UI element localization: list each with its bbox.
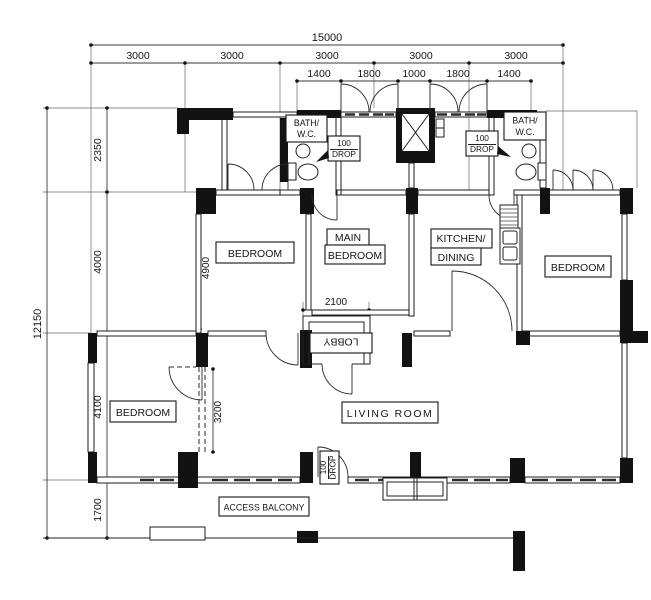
label-kitchen-dining: KITCHEN/ DINING xyxy=(430,228,493,266)
dim-4100: 4100 xyxy=(92,395,104,419)
balcony-step xyxy=(149,526,206,541)
label-bath-right-line2: W.C. xyxy=(515,127,534,137)
label-lobby: LOBBY xyxy=(309,332,373,354)
label-drop-left-100: 100 xyxy=(337,138,351,148)
lift-shaft-walls xyxy=(396,108,435,163)
planter-divider xyxy=(413,478,418,500)
kitchen-stove-hatch xyxy=(500,208,518,226)
label-drop-entrance-drop: DROP xyxy=(328,455,338,479)
walls xyxy=(43,108,648,571)
door-kitchen xyxy=(451,270,513,332)
basin-left-bath xyxy=(295,143,311,159)
planter-outer xyxy=(382,477,448,501)
label-drop-left-drop: DROP xyxy=(332,149,356,159)
label-bedroom-top-left-text: BEDROOM xyxy=(228,248,282,260)
label-main-text: MAIN xyxy=(335,232,361,244)
kitchen-sink-basin-1 xyxy=(502,230,518,245)
window-top-kitchen xyxy=(429,83,488,113)
balcony-planter xyxy=(382,477,448,501)
wc-bowl-right xyxy=(515,163,537,181)
label-bath-left: BATH/ W.C. xyxy=(285,114,328,143)
window-bedroom-right xyxy=(552,169,614,191)
label-bath-left-line2: W.C. xyxy=(297,129,316,139)
dim-total-width: 15000 xyxy=(312,32,343,44)
extension-lines-horizontal xyxy=(43,107,638,481)
label-bath-left-line1: BATH/ xyxy=(294,118,320,128)
label-bath-right: BATH/ W.C. xyxy=(503,111,547,141)
dim-1800-left: 1800 xyxy=(357,68,381,80)
kitchen-sink-basin-2 xyxy=(502,246,518,261)
wc-bowl-left xyxy=(297,163,319,181)
label-bath-right-line1: BATH/ xyxy=(512,116,538,126)
label-bedroom-bottom-left: BEDROOM xyxy=(109,400,177,423)
label-bedroom-bottom-left-text: BEDROOM xyxy=(116,407,170,419)
basin-right-bath xyxy=(521,143,537,159)
label-living-room: LIVING ROOM xyxy=(341,401,439,424)
dim-1400-left: 1400 xyxy=(307,68,331,80)
label-drop-entrance-100: 100 xyxy=(318,460,328,474)
room-labels: BEDROOM MAIN BEDROOM KITCHEN/ DINING BED… xyxy=(109,111,612,517)
fixtures xyxy=(287,143,547,501)
dim-3000-4: 3000 xyxy=(409,50,433,62)
kitchen-stove xyxy=(499,204,519,229)
dim-3200: 3200 xyxy=(213,400,224,423)
label-dining-text: DINING xyxy=(438,252,475,264)
label-lobby-text: LOBBY xyxy=(323,336,358,348)
label-drop-left: 100 DROP xyxy=(316,135,361,162)
dashed-partition-lines xyxy=(169,366,206,452)
dim-3000-5: 3000 xyxy=(504,50,528,62)
dim-4900: 4900 xyxy=(201,256,212,279)
drop-left-leader-arrow xyxy=(316,150,329,162)
label-drop-right-drop: DROP xyxy=(470,144,494,154)
window-top-main-bedroom xyxy=(340,83,399,113)
kitchen-sink-counter xyxy=(499,227,521,265)
window-bedroom-top-left xyxy=(227,163,289,191)
doors xyxy=(168,194,515,478)
windows xyxy=(227,83,614,191)
label-drop-right-100: 100 xyxy=(475,133,489,143)
dim-3000-1: 3000 xyxy=(126,50,150,62)
label-main-bedroom: MAIN BEDROOM xyxy=(324,228,386,265)
dim-1000: 1000 xyxy=(402,68,426,80)
label-living-room-text: LIVING ROOM xyxy=(347,408,434,420)
planter-inner xyxy=(386,481,444,497)
dim-2100: 2100 xyxy=(325,297,348,308)
label-access-balcony-text: ACCESS BALCONY xyxy=(224,503,305,513)
dim-3000-3: 3000 xyxy=(315,50,339,62)
label-bedroom-right: BEDROOM xyxy=(544,255,612,278)
label-kitchen-text: KITCHEN/ xyxy=(436,233,485,245)
label-access-balcony: ACCESS BALCONY xyxy=(218,496,310,517)
wc-cistern-left xyxy=(287,162,297,181)
door-bedroom-top-left xyxy=(265,332,299,366)
door-bedroom-bottom-left xyxy=(168,366,203,401)
dim-total-height: 12150 xyxy=(32,309,44,340)
dim-3000-2: 3000 xyxy=(220,50,244,62)
lift-x-symbol xyxy=(401,113,430,152)
label-drop-right: 100 DROP xyxy=(465,130,511,157)
drop-right-leader-arrow xyxy=(497,146,511,157)
door-bath-left xyxy=(311,194,338,221)
door-lobby xyxy=(321,363,353,395)
dim-2350: 2350 xyxy=(92,138,104,162)
label-main-bedroom-text: BEDROOM xyxy=(328,250,382,262)
dimension-texts: 15000 3000 3000 3000 3000 3000 1400 1800… xyxy=(32,32,528,522)
dim-1400-right: 1400 xyxy=(497,68,521,80)
lobby-door-opening xyxy=(322,352,352,366)
label-drop-entrance: 100 DROP xyxy=(318,450,340,485)
dim-1700: 1700 xyxy=(92,498,104,522)
wc-cistern-right xyxy=(537,162,547,181)
dim-4000: 4000 xyxy=(92,250,104,274)
label-bedroom-right-text: BEDROOM xyxy=(551,262,605,274)
structural-walls xyxy=(88,108,648,571)
dim-1800-right: 1800 xyxy=(446,68,470,80)
label-bedroom-top-left: BEDROOM xyxy=(215,241,295,264)
dashed-partition xyxy=(169,366,206,452)
